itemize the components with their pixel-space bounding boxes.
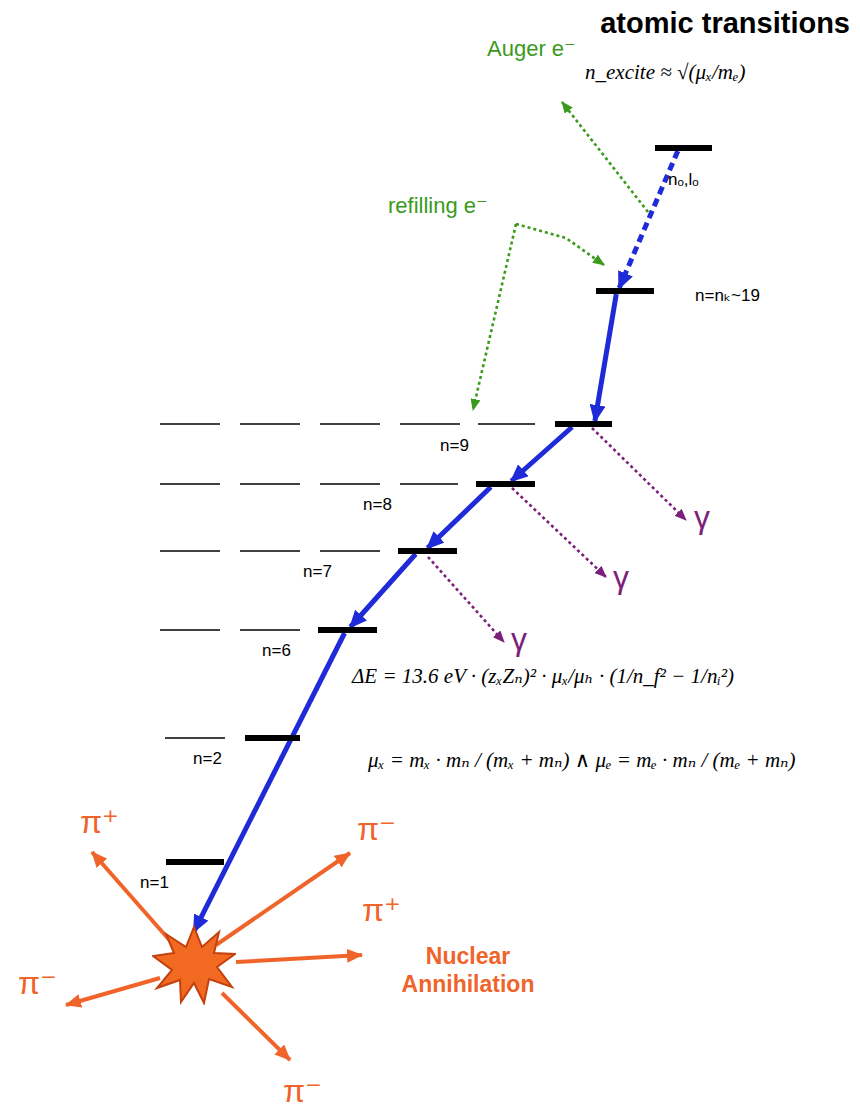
level-label: n=2 bbox=[193, 749, 222, 769]
photon-leader bbox=[428, 428, 686, 642]
energy-level: n=2 bbox=[245, 735, 300, 741]
energy-level: n=9 bbox=[555, 421, 612, 427]
level-label: n=6 bbox=[262, 641, 291, 661]
formula: ΔE = 13.6 eV · (zₓZₙ)² · μₓ/μₕ · (1/n_f²… bbox=[352, 664, 734, 689]
electron-label: Auger e⁻ bbox=[487, 36, 576, 62]
diagram-title: atomic transitions bbox=[600, 6, 850, 41]
pion-label: π⁺ bbox=[362, 891, 401, 929]
transition-arrow bbox=[350, 554, 415, 627]
pion-label: π⁻ bbox=[283, 1072, 322, 1110]
electron-label: refilling e⁻ bbox=[388, 193, 488, 219]
photon-label: γ bbox=[511, 620, 527, 658]
level-label: n=8 bbox=[363, 495, 392, 515]
formula: μₓ = mₓ · mₙ / (mₓ + mₙ) ∧ μₑ = mₑ · mₙ … bbox=[368, 748, 796, 773]
energy-level: n=8 bbox=[476, 481, 535, 487]
energy-level: n=1 bbox=[166, 859, 224, 865]
level-label: nₒ,lₒ bbox=[668, 170, 699, 190]
annihilation-star: Nuclear Annihilation bbox=[152, 925, 236, 1005]
pion-label: π⁺ bbox=[80, 803, 119, 841]
transition-arrow bbox=[511, 427, 572, 481]
photon-label: γ bbox=[694, 498, 710, 536]
energy-level: n=7 bbox=[398, 548, 457, 554]
transition-arrow bbox=[595, 294, 616, 421]
formula: n_excite ≈ √(μₓ/mₑ) bbox=[585, 60, 746, 85]
energy-level: n=6 bbox=[318, 627, 377, 633]
level-label: n=nₖ~19 bbox=[695, 286, 760, 306]
energy-level: n=nₖ~19 bbox=[596, 288, 654, 294]
sublevel-dashes bbox=[160, 424, 535, 738]
level-label: n=1 bbox=[140, 873, 169, 893]
transition-arrow bbox=[428, 487, 491, 548]
star-shape bbox=[152, 925, 236, 1005]
pion-label: π⁻ bbox=[18, 964, 57, 1002]
level-label: n=7 bbox=[303, 562, 332, 582]
annihilation-label: Nuclear Annihilation bbox=[382, 943, 554, 998]
transition-arrow bbox=[194, 633, 345, 931]
star-outline bbox=[153, 927, 235, 1003]
energy-level: nₒ,lₒ bbox=[655, 145, 712, 151]
photon-label: γ bbox=[613, 558, 629, 596]
electron-leader bbox=[473, 102, 648, 410]
pion-label: π⁻ bbox=[357, 810, 396, 848]
pion-arrow bbox=[66, 852, 362, 1060]
level-label: n=9 bbox=[440, 436, 469, 456]
